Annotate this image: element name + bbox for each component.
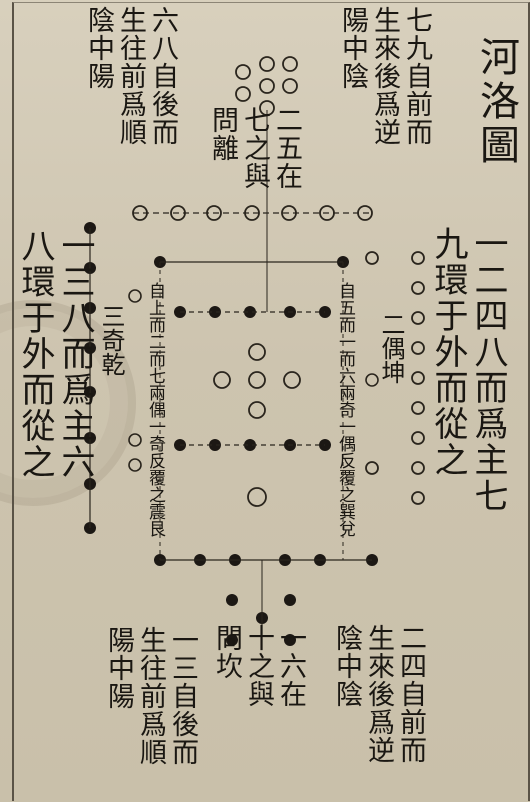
right-main-caption: 一二四八而爲主七 九環于外而從之 [428,226,508,514]
white-dot [259,78,275,94]
white-dot [259,56,275,72]
title-hetu-luoshu: 河洛圖 [473,36,519,168]
bottom-left-note: 一三自後而 生往前爲順 陽中陽 [103,626,198,766]
white-dot [282,78,298,94]
top-right-note: 七九自前而 生來後爲逆 陽中陰 [337,6,432,146]
white-dot [282,56,298,72]
inner-right-text: 自五而一而六兩奇一偶反覆之巽兌 [335,282,355,537]
diagram-right-label: 二偶坤 [377,312,405,384]
white-dot [235,64,251,80]
white-dot [235,86,251,102]
left-side-hollow [128,289,379,472]
left-main-caption: 一三八而爲主六 八環于外而從之 [15,228,95,480]
bottom-right-note: 二四自前而 生來後爲逆 陰中陰 [331,624,426,764]
right-hollow-columns [365,251,425,505]
page-frame [12,2,530,801]
inner-left-text: 自上而二而七兩偶一奇反覆之震艮 [145,282,165,537]
top-left-note: 六八自後而 生往前爲順 陰中陽 [83,6,178,146]
bottom-center-note: 一六在 十之與 問坎 [211,624,306,708]
top-center-note: 二五在 七之與 問離 [207,106,302,190]
diagram-left-label: 三奇乾 [97,304,125,376]
left-outer-column [84,222,96,534]
center-hollow-cluster [213,343,301,507]
